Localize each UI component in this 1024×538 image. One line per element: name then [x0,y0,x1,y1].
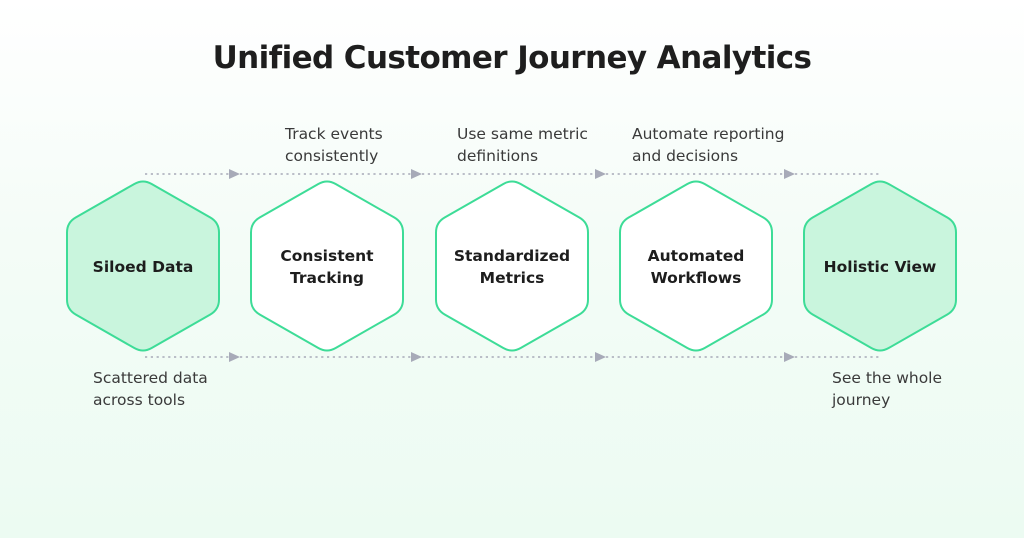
stage-label: Workflows [651,269,742,287]
arrow-head [595,352,606,362]
stage-node: Holistic View [803,180,957,352]
stage-label: Siloed Data [93,258,194,276]
diagram-title: Unified Customer Journey Analytics [213,40,812,76]
stage-label: Consistent [280,247,374,265]
stage-hexagon [66,180,220,352]
arrow-head [411,169,422,179]
stage-hexagons: Siloed DataConsistentTrackingStandardize… [66,180,957,352]
stage-label: Holistic View [824,258,937,276]
stage-label: Automated [648,247,745,265]
stage-hexagon [435,180,589,352]
arrow-head [784,169,795,179]
stage-hexagon [619,180,773,352]
arrow-head [229,352,240,362]
arrow-head [411,352,422,362]
stage-hexagon [803,180,957,352]
arrow-head [784,352,795,362]
arrow-head [229,169,240,179]
stage-node: Siloed Data [66,180,220,352]
flow-arrows [145,169,880,362]
stage-hexagon [250,180,404,352]
arrow-head [595,169,606,179]
stage-label: Standardized [454,247,570,265]
stage-label: Metrics [480,269,545,287]
stage-label: Tracking [290,269,364,287]
